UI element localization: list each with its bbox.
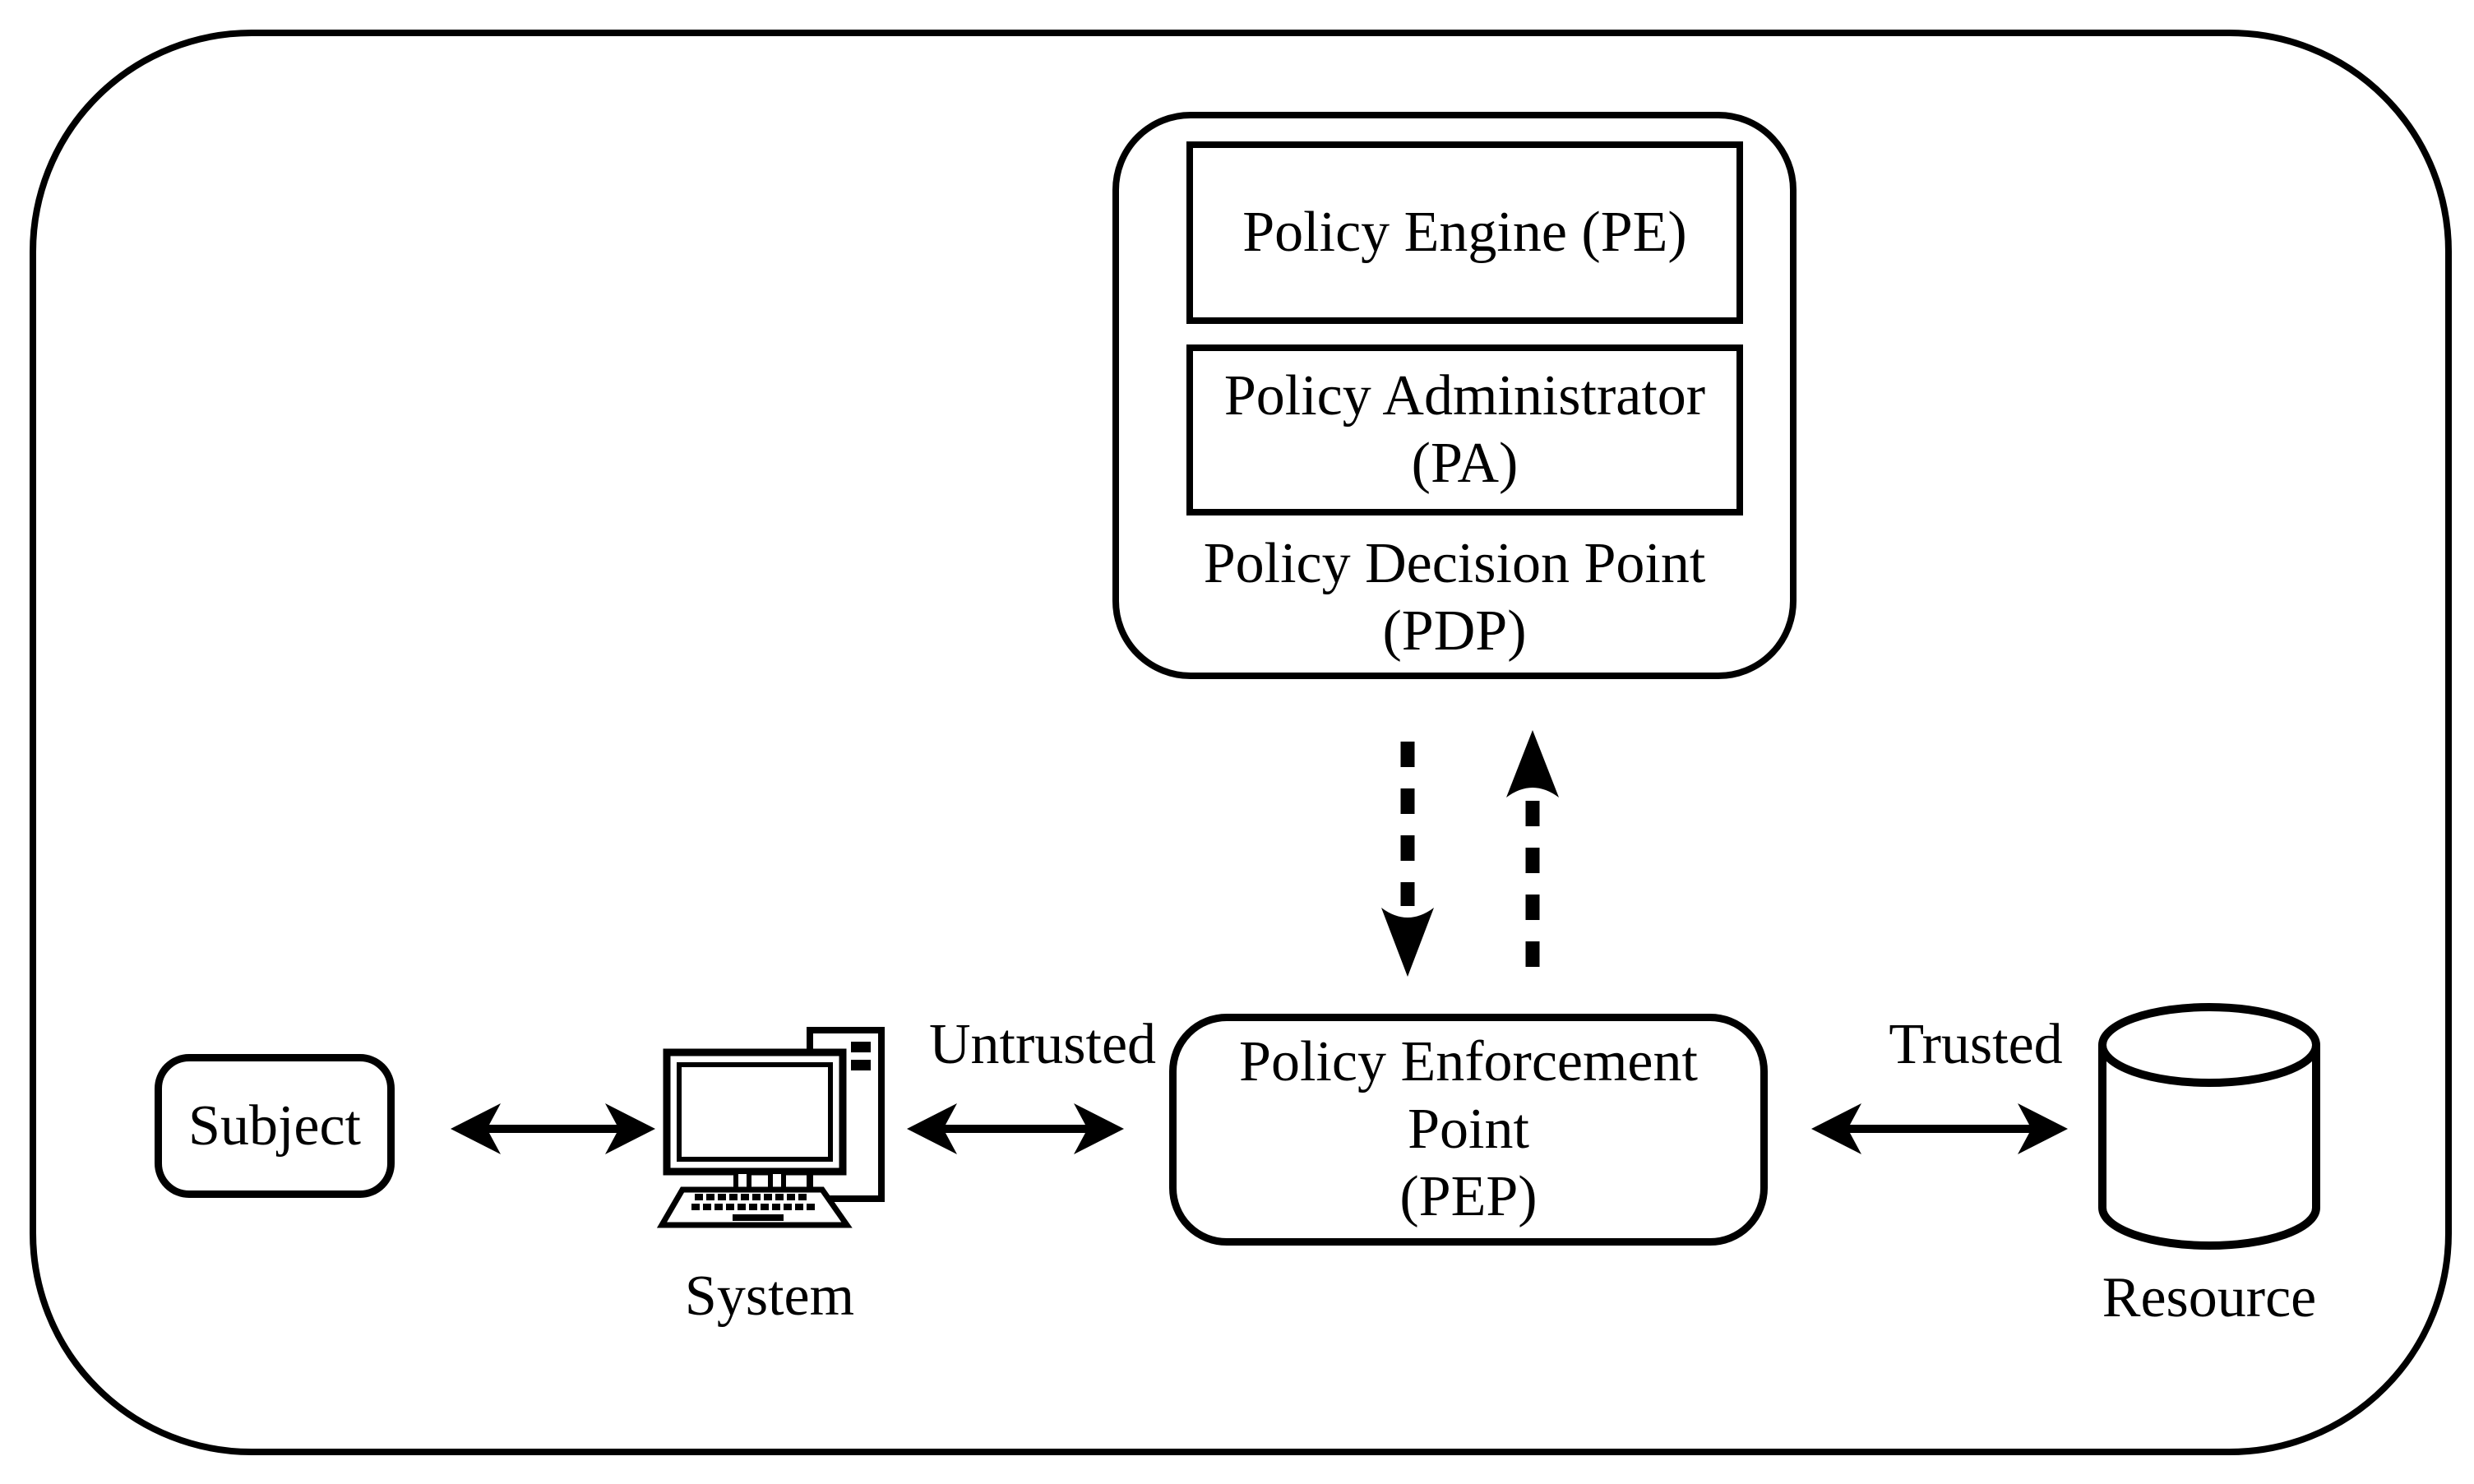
dashed-up-arrow-icon — [1506, 730, 1559, 967]
pa-label-line2: (PA) — [1411, 432, 1519, 495]
pe-box: Policy Engine (PE) — [1186, 141, 1743, 324]
pep-resource-arrow — [1811, 1103, 2068, 1154]
pdp-pep-dashed-arrows — [1381, 730, 1559, 977]
pdp-label: Policy Decision Point (PDP) — [1112, 530, 1797, 665]
pep-box: Policy Enforcement Point (PEP) — [1169, 1014, 1768, 1246]
pep-label-line3: (PEP) — [1399, 1165, 1538, 1228]
untrusted-zone-label: Untrusted — [928, 1013, 1157, 1076]
pa-label-line1: Policy Administrator — [1223, 364, 1706, 428]
pe-label: Policy Engine (PE) — [1242, 201, 1687, 264]
pdp-label-line2: (PDP) — [1382, 599, 1527, 663]
dashed-down-arrow-icon — [1381, 742, 1434, 977]
system-pep-arrow — [907, 1103, 1124, 1154]
computer-icon — [656, 1027, 885, 1228]
subject-system-arrow — [451, 1103, 655, 1154]
resource-label: Resource — [2102, 1266, 2317, 1329]
subject-box: Subject — [155, 1054, 395, 1198]
pa-box: Policy Administrator (PA) — [1186, 344, 1743, 515]
pep-label-line1: Policy Enforcement — [1239, 1030, 1698, 1093]
subject-label: Subject — [188, 1093, 361, 1158]
trust-boundary-border — [30, 30, 2452, 1455]
trusted-zone-label: Trusted — [1889, 1013, 2063, 1076]
pep-label-line2: Point — [1408, 1098, 1529, 1161]
system-label: System — [684, 1264, 855, 1328]
pdp-label-line1: Policy Decision Point — [1203, 532, 1706, 595]
database-icon — [2098, 1003, 2320, 1250]
